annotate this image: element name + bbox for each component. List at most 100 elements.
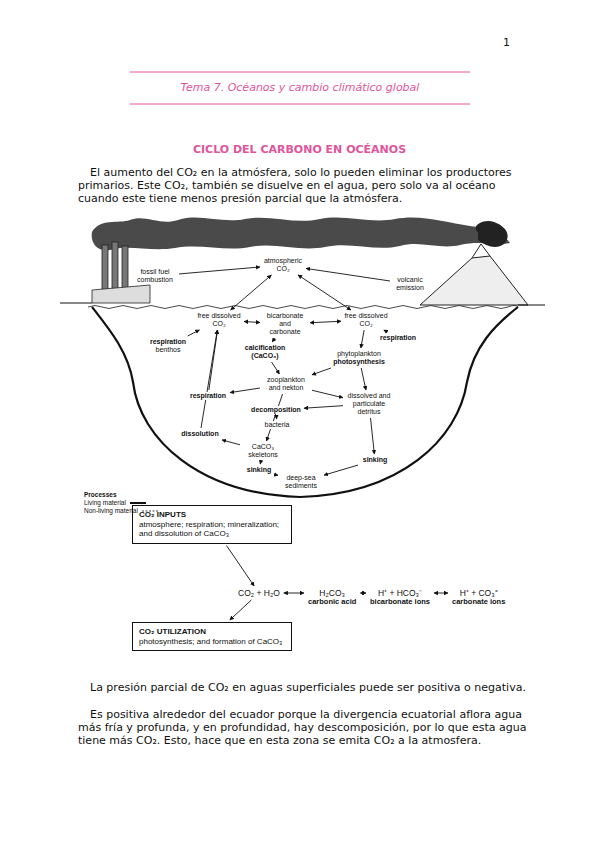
node-text: respiration: [189, 392, 227, 400]
process-label: calcification (CaCO₃): [240, 344, 290, 360]
node-text: H⁺ + CO₃⁼: [452, 588, 505, 598]
volcano: [420, 221, 528, 305]
legend-text: Living material: [84, 499, 126, 507]
connector: [222, 440, 240, 445]
connector: [361, 368, 366, 390]
legend-text: Processes: [84, 491, 117, 499]
connector: [230, 388, 260, 393]
material-label: deep-sea sediments: [280, 474, 322, 490]
node-text: CO₂ + H₂O: [238, 588, 280, 598]
node-text: zooplankton and nekton: [263, 376, 309, 392]
node-text: deep-sea sediments: [281, 474, 321, 490]
process-label: respirationbenthos: [146, 338, 190, 354]
node-text: dissolved and particulate detritus: [346, 392, 392, 416]
pool-label: free dissolved CO₂: [343, 312, 389, 328]
connector: [230, 600, 252, 620]
node-text: bacteria: [261, 421, 293, 429]
node-text: H₂CO₃: [308, 588, 356, 598]
node-text: H⁺ + HCO₃⁻: [370, 588, 430, 598]
living-label: phytoplanktonphotosynthesis: [332, 350, 386, 366]
connector: [226, 546, 254, 587]
process-label: fossil fuel combustion: [133, 268, 177, 284]
process-label: dissolution: [180, 430, 220, 438]
process-label: respiration: [188, 392, 228, 400]
legend-sample: [129, 500, 147, 506]
legend-text: Non-living material: [84, 507, 138, 515]
living-label: zooplankton and nekton: [262, 376, 310, 392]
connector: [284, 593, 304, 594]
node-text: fossil fuel combustion: [134, 268, 176, 284]
process-label: sinking: [244, 466, 274, 474]
node-text: bicarbonate ions: [370, 598, 430, 606]
node-text: respiration: [379, 334, 417, 342]
smoke-cloud: [92, 217, 510, 250]
connector: [304, 406, 343, 409]
utilization-box: CO₂ UTILIZATIONphotosynthesis; and forma…: [132, 622, 292, 651]
ground-line: [60, 303, 545, 305]
living-label: bacteria: [260, 421, 294, 429]
connector: [260, 461, 262, 464]
header-rule: [130, 72, 470, 73]
node-text: phytoplankton: [333, 350, 385, 358]
connector: [312, 390, 343, 397]
material-label: dissolved and particulate detritus: [345, 392, 393, 416]
legend-row: Living material: [84, 499, 159, 507]
running-header: Tema 7. Océanos y cambio climático globa…: [130, 81, 470, 94]
pool-label: atmospheric CO₂: [262, 257, 304, 273]
material-label: CaCO₃ skeletons: [242, 443, 284, 459]
connector: [272, 362, 280, 374]
node-text: atmosphere; respiration; mineralization;…: [139, 520, 285, 539]
connector: [310, 321, 341, 323]
connector: [306, 268, 390, 281]
node-text: decomposition: [251, 406, 301, 414]
body-paragraph: El aumento del CO₂ en la atmósfera, solo…: [78, 166, 528, 205]
node-text: respiration: [147, 338, 189, 346]
node-text: bicarbonate and carbonate: [263, 312, 307, 336]
node-text: volcanic emission: [393, 276, 427, 292]
connector: [361, 330, 364, 348]
legend: ProcessesLiving materialNon-living mater…: [84, 491, 159, 515]
process-label: decomposition: [250, 406, 302, 414]
page-title: CICLO DEL CARBONO EN OCÉANOS: [0, 143, 599, 156]
equation-term: H₂CO₃carbonic acid: [306, 588, 358, 606]
connector: [179, 267, 260, 274]
legend-row: Processes: [84, 491, 159, 499]
legend-sample: [141, 508, 159, 514]
header-rule: [130, 104, 470, 105]
connector: [371, 418, 375, 454]
node-text: free dissolved CO₂: [197, 312, 241, 328]
connector: [276, 416, 277, 419]
node-text: atmospheric CO₂: [263, 257, 303, 273]
body-paragraph: La presión parcial de CO₂ en aguas super…: [78, 681, 528, 694]
process-label: volcanic emission: [392, 276, 428, 292]
node-text: photosynthesis: [333, 358, 385, 366]
connector: [201, 330, 217, 428]
equation-term: H⁺ + CO₃⁼carbonate ions: [450, 588, 507, 606]
node-text: carbonic acid: [308, 598, 356, 606]
pool-label: bicarbonate and carbonate: [262, 312, 308, 336]
connector: [360, 593, 366, 594]
connector: [272, 338, 275, 342]
ocean-basin: [92, 307, 518, 497]
node-text: benthos: [147, 346, 189, 354]
node-text: calcification (CaCO₃): [241, 344, 289, 360]
node-text: CO₂ UTILIZATION: [139, 627, 285, 637]
connector: [384, 330, 388, 332]
connector: [188, 330, 200, 336]
connector: [231, 275, 272, 310]
node-text: CaCO₃ skeletons: [243, 443, 283, 459]
process-label: sinking: [360, 456, 390, 464]
node-text: sinking: [361, 456, 389, 464]
node-text: CO₂ INPUTS: [139, 510, 285, 520]
connector: [324, 465, 358, 475]
node-text: sinking: [245, 466, 273, 474]
connector: [244, 321, 260, 323]
sea-surface: [88, 306, 518, 309]
connector: [434, 593, 448, 594]
legend-row: Non-living material: [84, 507, 159, 515]
equation-term: CO₂ + H₂O: [236, 588, 282, 598]
connector: [298, 275, 351, 310]
connector: [266, 394, 282, 441]
process-label: respiration: [378, 334, 418, 342]
